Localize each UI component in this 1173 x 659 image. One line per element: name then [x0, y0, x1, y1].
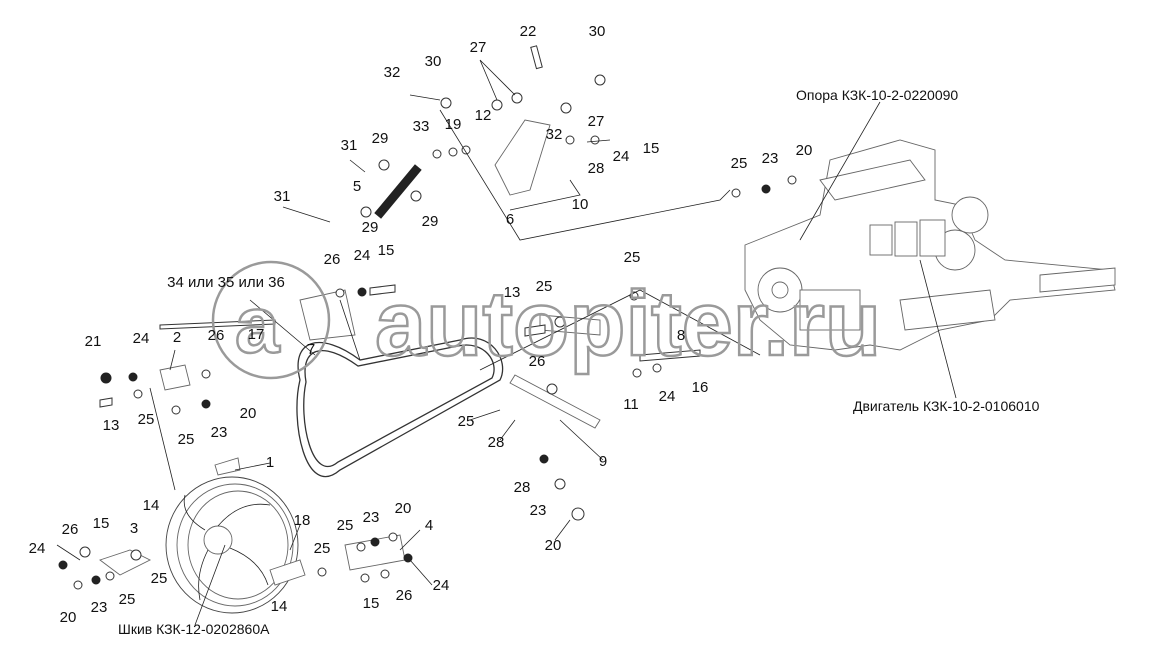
support-caption: Опора КЗК-10-2-0220090 [796, 87, 958, 103]
callout-number: 25 [458, 413, 475, 430]
callout-number: 23 [530, 502, 547, 519]
engine-caption: Двигатель КЗК-10-2-0106010 [853, 398, 1040, 414]
callout-number: 2 [173, 329, 181, 346]
callout-number: 23 [762, 150, 779, 167]
callout-number: 29 [362, 219, 379, 236]
callout-number: 24 [133, 330, 150, 347]
callout-number: 34 или 35 или 36 [167, 274, 285, 291]
callout-number: 13 [504, 284, 521, 301]
callout-number: 15 [643, 140, 660, 157]
callout-number: 29 [422, 213, 439, 230]
callout-number: 24 [433, 577, 450, 594]
callout-number: 28 [488, 434, 505, 451]
callout-number: 25 [536, 278, 553, 295]
belt-drawing [296, 337, 504, 478]
leader-lines [56, 59, 957, 626]
callout-number: 23 [211, 424, 228, 441]
callout-number: 12 [475, 107, 492, 124]
callout-number: 26 [324, 251, 341, 268]
pulley-drawing [165, 457, 299, 614]
callout-number: 24 [354, 247, 371, 264]
callout-number: 16 [692, 379, 709, 396]
watermark-text: a [235, 280, 280, 369]
callout-number: 20 [545, 537, 562, 554]
callout-number: 28 [514, 479, 531, 496]
callout-number: 30 [589, 23, 606, 40]
callout-number: 26 [208, 327, 225, 344]
callout-number: 19 [445, 116, 462, 133]
callout-number: 18 [294, 512, 311, 529]
callout-number: 31 [274, 188, 291, 205]
callout-number: 4 [425, 517, 433, 534]
callout-number: 24 [613, 148, 630, 165]
callout-number: 25 [151, 570, 168, 587]
callout-number: 3 [130, 520, 138, 537]
callout-number: 29 [372, 130, 389, 147]
callout-number: 20 [60, 609, 77, 626]
callout-number: 20 [395, 500, 412, 517]
callout-number: 25 [119, 591, 136, 608]
callout-number: 6 [506, 211, 514, 228]
callout-number: 25 [178, 431, 195, 448]
callout-number: 17 [248, 326, 265, 343]
callout-number: 15 [93, 515, 110, 532]
callout-number: 5 [353, 178, 361, 195]
callout-number: 15 [378, 242, 395, 259]
callout-number: 26 [529, 353, 546, 370]
callout-number: 15 [363, 595, 380, 612]
callout-number: 26 [396, 587, 413, 604]
callout-number: 32 [546, 126, 563, 143]
engine-drawing [744, 139, 1116, 351]
callout-number: 9 [599, 453, 607, 470]
callout-number: 7 [307, 341, 315, 358]
callout-number: 13 [103, 417, 120, 434]
callout-number: 1 [266, 454, 274, 471]
callout-number: 33 [413, 118, 430, 135]
watermark-logo: a autopiter.ru [211, 260, 882, 380]
callout-number: 24 [29, 540, 46, 557]
callout-number: 25 [624, 249, 641, 266]
hardware-parts [58, 45, 797, 590]
watermark-text: autopiter.ru [375, 273, 881, 375]
callout-number: 22 [520, 23, 537, 40]
callout-number: 25 [314, 540, 331, 557]
callout-number: 23 [91, 599, 108, 616]
callout-number: 27 [470, 39, 487, 56]
callout-number: 26 [62, 521, 79, 538]
callout-number: 25 [138, 411, 155, 428]
callout-number: 21 [85, 333, 102, 350]
callout-number: 10 [572, 196, 589, 213]
callout-number: 28 [588, 160, 605, 177]
callout-number: 14 [271, 598, 288, 615]
callout-number: 25 [337, 517, 354, 534]
callout-number: 31 [341, 137, 358, 154]
callout-number: 20 [240, 405, 257, 422]
callout-number: 20 [796, 142, 813, 159]
callout-number: 27 [588, 113, 605, 130]
callout-number: 24 [659, 388, 676, 405]
callout-number: 25 [731, 155, 748, 172]
callout-number: 30 [425, 53, 442, 70]
callout-number: 8 [677, 327, 685, 344]
callout-number: 23 [363, 509, 380, 526]
pulley-caption: Шкив КЗК-12-0202860А [118, 621, 270, 637]
callout-number: 32 [384, 64, 401, 81]
callout-number: 11 [623, 396, 639, 413]
callout-number: 14 [143, 497, 160, 514]
